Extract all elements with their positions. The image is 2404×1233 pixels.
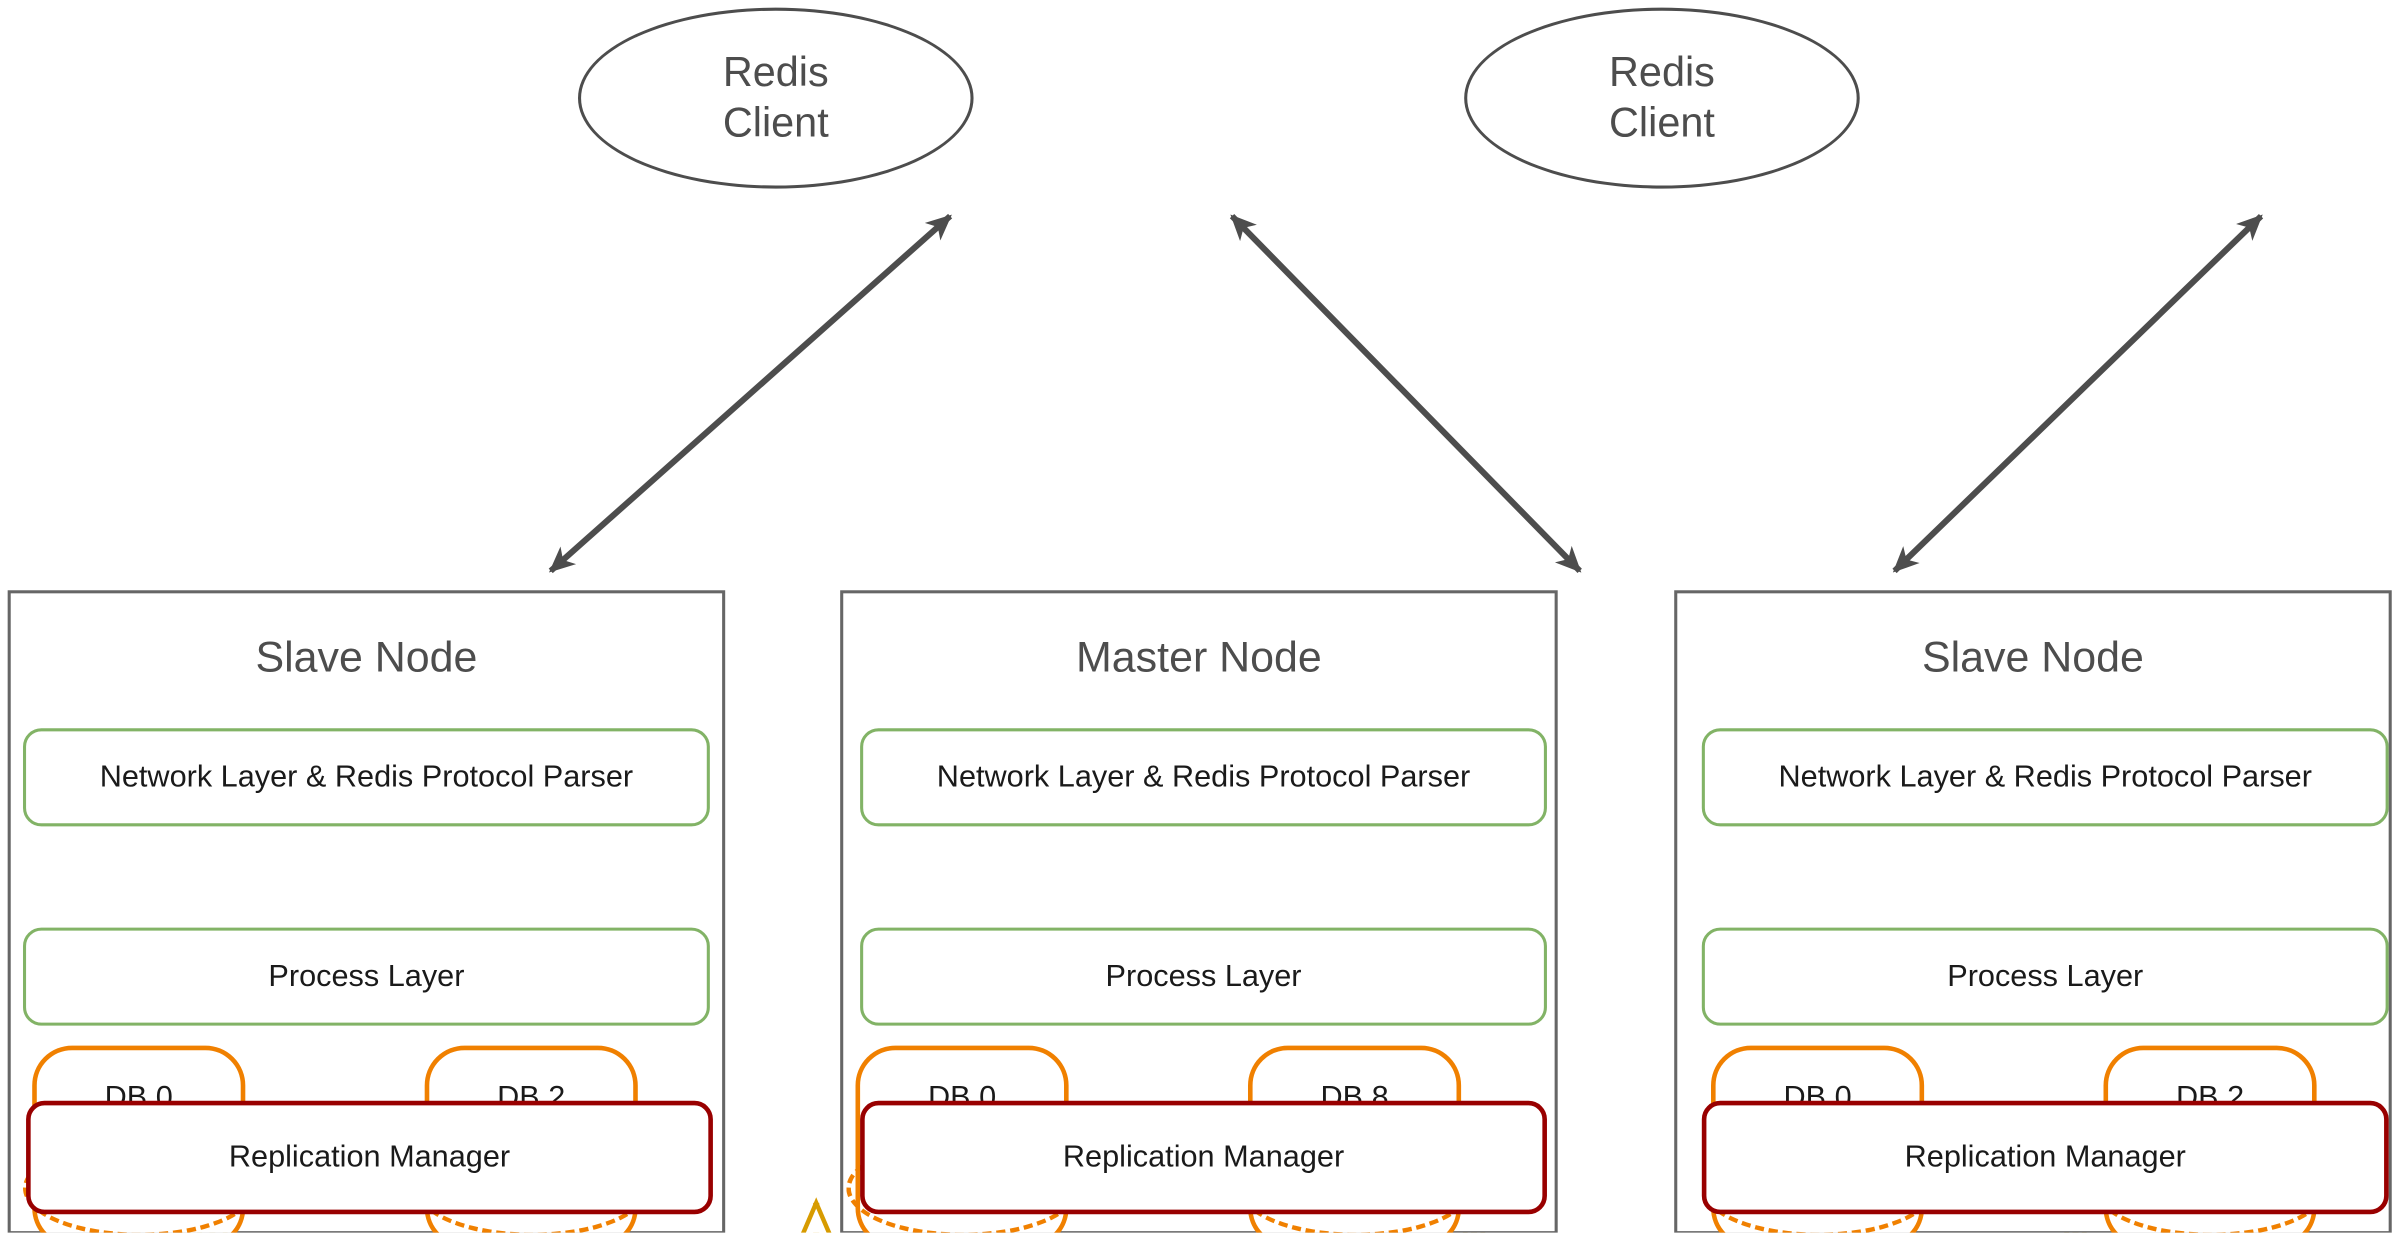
- node-slave-left-title: Slave Node: [255, 633, 478, 681]
- master-process-layer-label: Process Layer: [1105, 958, 1302, 993]
- master-process-layer[interactable]: Process Layer: [860, 927, 1547, 1026]
- node-slave-right-title: Slave Node: [1921, 633, 2144, 681]
- redis-client-left-line1: Redis: [722, 48, 829, 95]
- master-network-layer[interactable]: Network Layer & Redis Protocol Parser: [860, 728, 1547, 827]
- slave-left-replication-manager[interactable]: Replication Manager: [26, 1100, 713, 1215]
- slave-right-network-layer[interactable]: Network Layer & Redis Protocol Parser: [1701, 728, 2389, 827]
- slave-left-network-layer-label: Network Layer & Redis Protocol Parser: [99, 759, 634, 794]
- slave-right-replication-manager-label: Replication Manager: [1904, 1139, 2186, 1174]
- slave-left-process-layer-label: Process Layer: [268, 958, 465, 993]
- node-master-title: Master Node: [1076, 633, 1322, 681]
- client-link-left-slave: [548, 213, 953, 574]
- slave-right-process-layer[interactable]: Process Layer: [1701, 927, 2389, 1026]
- client-link-right-master: [1892, 213, 2264, 574]
- slave-right-network-layer-label: Network Layer & Redis Protocol Parser: [1778, 759, 2312, 794]
- redis-client-left-line2: Client: [722, 99, 829, 146]
- redis-client-right[interactable]: Redis Client: [1464, 7, 1860, 189]
- master-network-layer-label: Network Layer & Redis Protocol Parser: [936, 759, 1471, 794]
- slave-right-replication-manager[interactable]: Replication Manager: [1701, 1100, 2389, 1215]
- slave-left-network-layer[interactable]: Network Layer & Redis Protocol Parser: [22, 728, 710, 827]
- redis-client-right-line2: Client: [1609, 99, 1715, 146]
- redis-client-left[interactable]: Redis Client: [578, 7, 974, 189]
- master-replication-manager[interactable]: Replication Manager: [860, 1100, 1547, 1215]
- redis-client-right-line1: Redis: [1609, 48, 1715, 95]
- slave-right-process-layer-label: Process Layer: [1947, 958, 2144, 993]
- slave-left-process-layer[interactable]: Process Layer: [22, 927, 710, 1026]
- master-replication-manager-label: Replication Manager: [1062, 1139, 1345, 1174]
- slave-left-replication-manager-label: Replication Manager: [228, 1139, 511, 1174]
- client-link-left-master: [1229, 214, 1582, 574]
